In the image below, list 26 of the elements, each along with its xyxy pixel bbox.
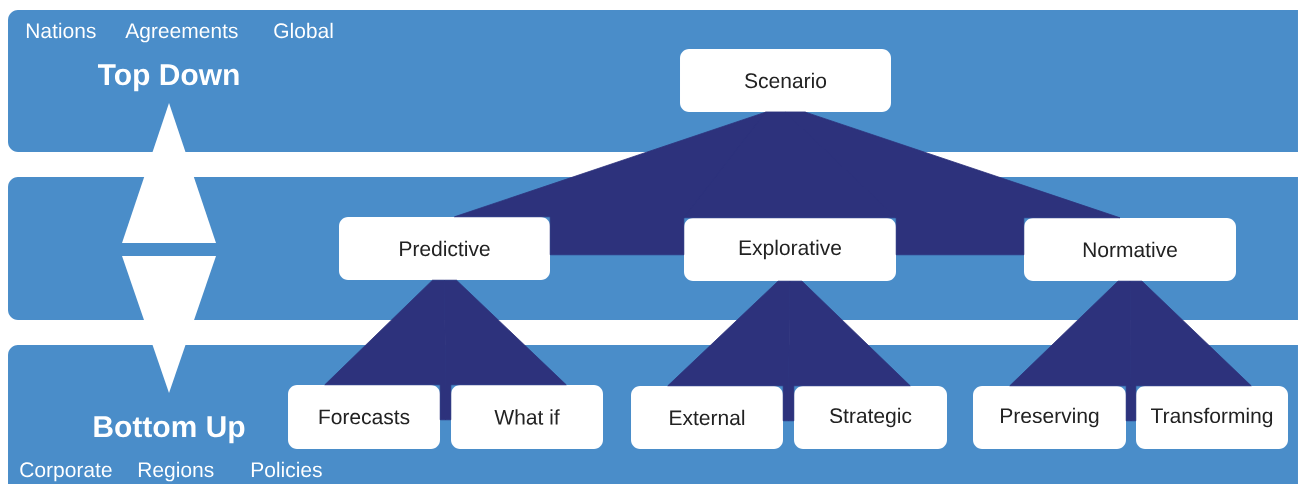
band-label: Regions xyxy=(138,461,214,482)
category-box: Preserving xyxy=(973,386,1126,449)
band-label: Corporate xyxy=(20,462,112,482)
band-label: Nations xyxy=(26,22,96,39)
connector-wedge xyxy=(683,111,897,219)
connector-wedge xyxy=(788,280,911,422)
connector-wedge xyxy=(1129,280,1252,422)
direction-label: Top Down xyxy=(98,64,239,92)
category-box: Strategic xyxy=(794,386,947,449)
band-label: Agreements xyxy=(125,23,238,43)
connector-wedge xyxy=(785,111,1121,256)
connector-wedge xyxy=(444,279,567,421)
connector-wedge xyxy=(1009,280,1132,422)
category-box: Forecasts xyxy=(288,385,440,449)
category-box: Normative xyxy=(1024,218,1236,281)
band-label: Global xyxy=(274,22,333,39)
category-box: Scenario xyxy=(680,49,891,112)
connector-wedge xyxy=(324,279,446,421)
band-label: Policies xyxy=(251,461,322,478)
direction-label: Bottom Up xyxy=(94,416,245,444)
category-box: Transforming xyxy=(1136,386,1288,449)
category-box: What if xyxy=(451,385,603,449)
connector-wedge xyxy=(667,280,791,422)
category-box: Explorative xyxy=(684,218,896,281)
category-box: External xyxy=(631,386,783,449)
category-box: Predictive xyxy=(339,217,550,280)
